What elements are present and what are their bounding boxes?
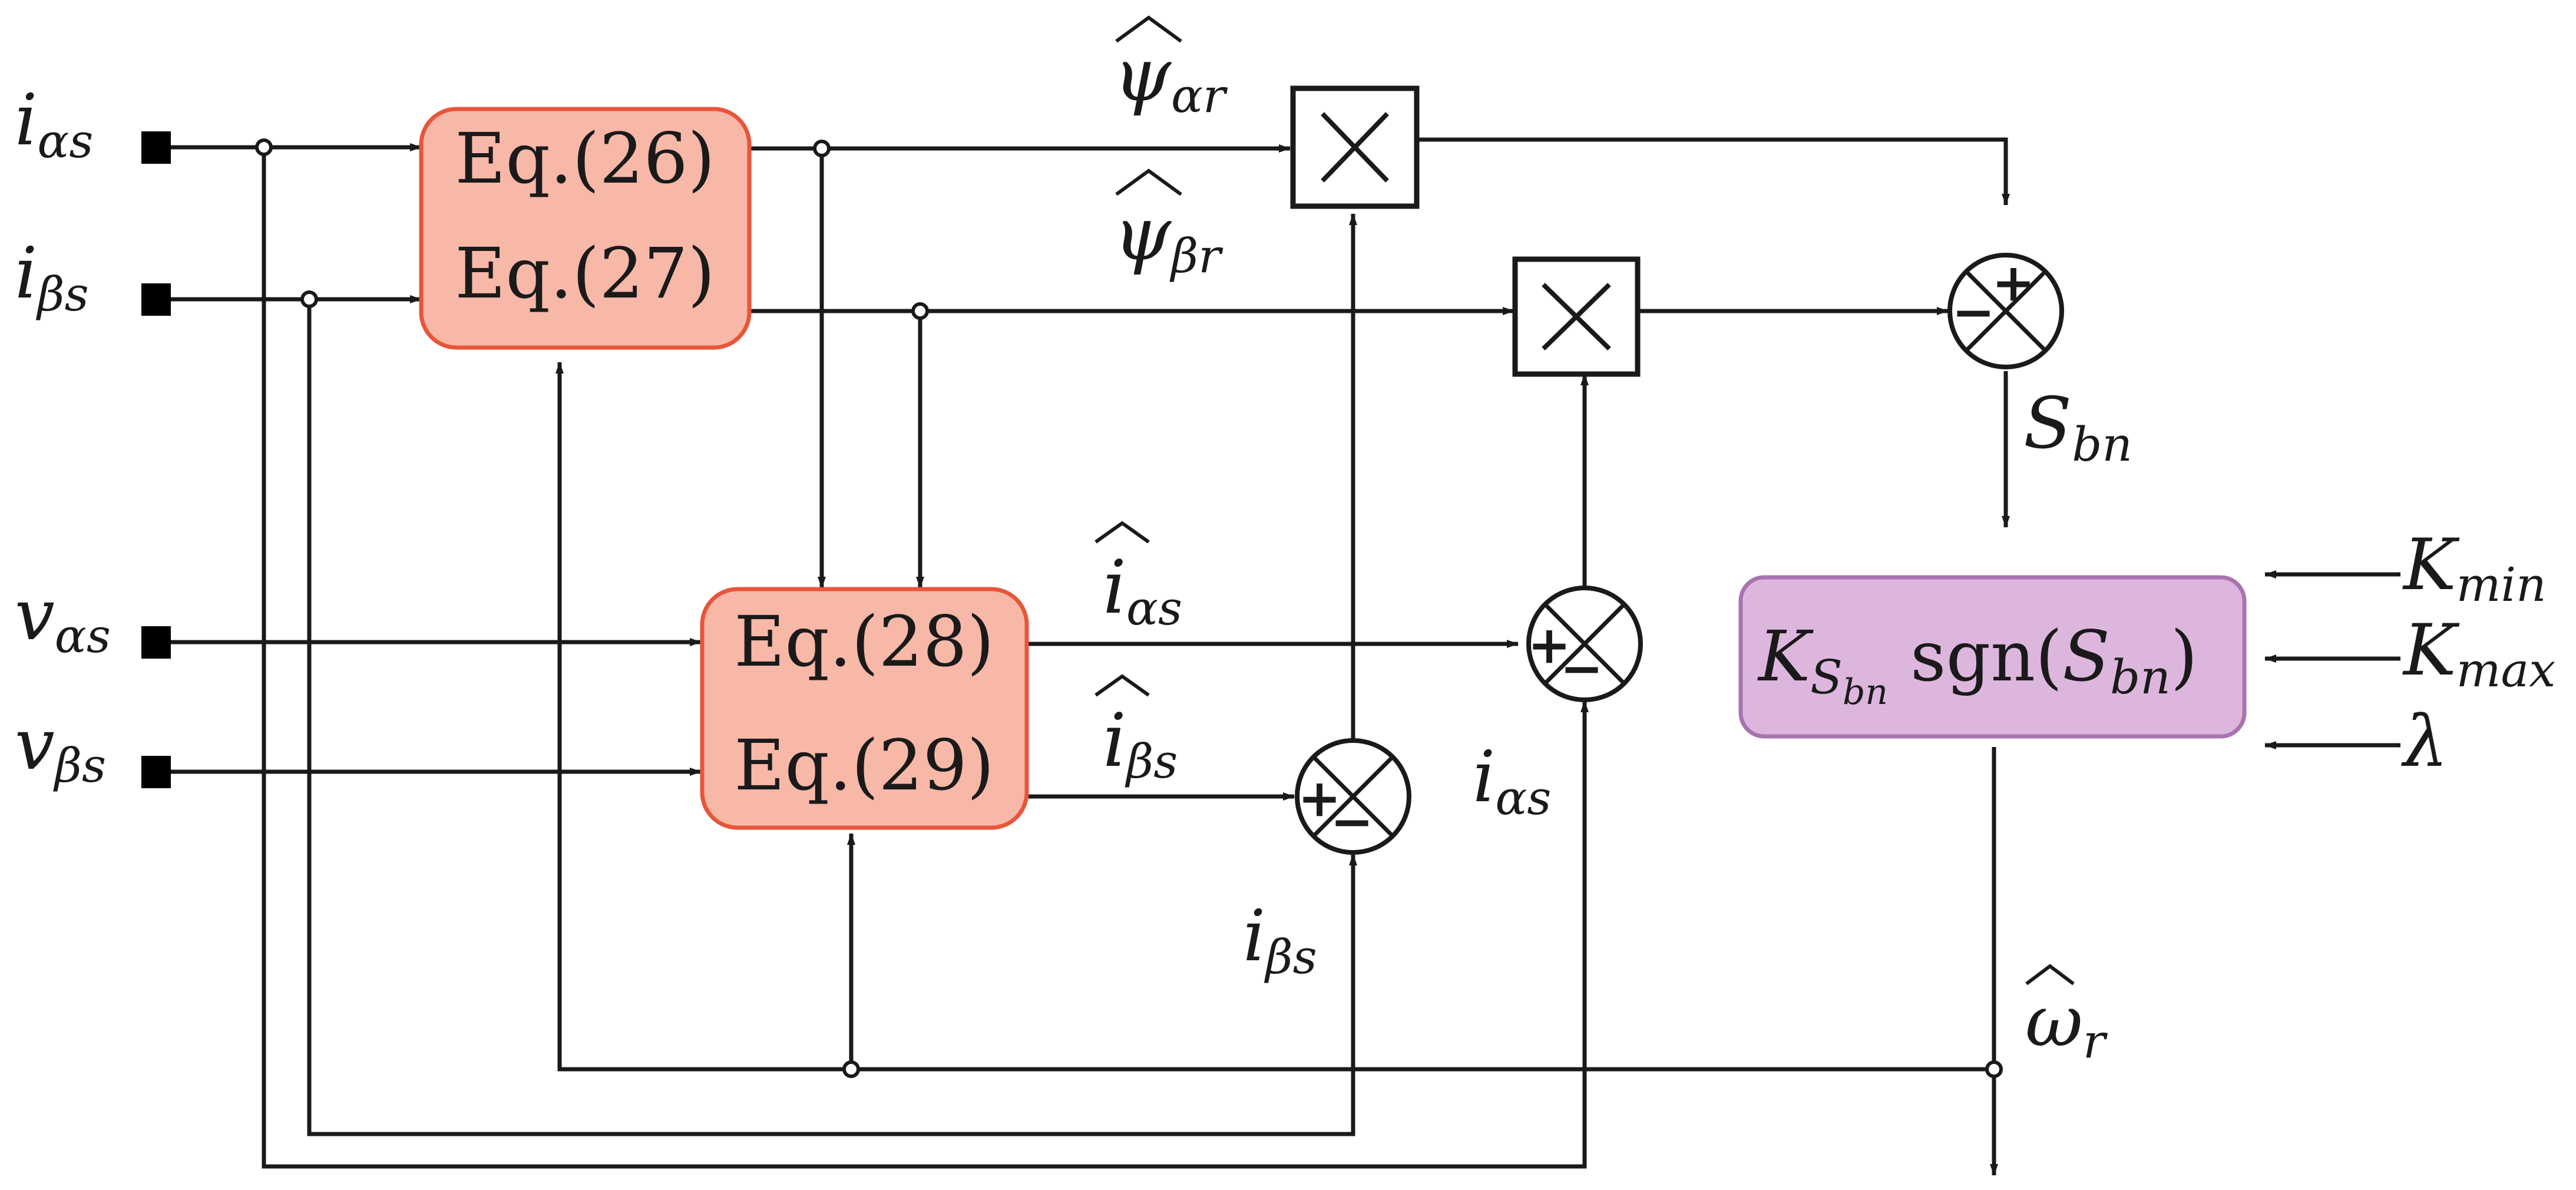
wire-ibeta-feedback bbox=[307, 299, 1357, 1136]
current-eq-line2: Eq.(29) bbox=[734, 725, 994, 806]
label-lambda: λ bbox=[2401, 701, 2448, 783]
multiplier-1 bbox=[1290, 85, 1420, 209]
label-omega-r-sym: ω bbox=[2025, 981, 2083, 1063]
label-v-beta-s-sub: βs bbox=[53, 738, 106, 793]
label-k-min-sub: min bbox=[2456, 557, 2547, 612]
smc-close-paren: ) bbox=[2171, 616, 2198, 697]
label-i-hat-alpha-s-sym: i bbox=[1103, 545, 1126, 630]
label-i-beta-s-meas: iβs bbox=[1243, 895, 1317, 984]
label-i-alpha-s-sub: αs bbox=[37, 114, 93, 168]
label-i-alpha-s-meas-sym: i bbox=[1473, 736, 1495, 818]
subtractor-ialpha-minus: − bbox=[1560, 637, 1603, 699]
svg-text:iαs: iαs bbox=[1103, 545, 1182, 636]
current-estimator-block: Eq.(28) Eq.(29) bbox=[700, 587, 1029, 830]
label-psi-alpha-r-sub: αr bbox=[1171, 68, 1228, 123]
port-ialpha bbox=[141, 131, 171, 164]
label-k-max: Kmax bbox=[2402, 610, 2555, 698]
flux-eq-line2: Eq.(27) bbox=[455, 233, 715, 314]
label-i-beta-s-meas-sub: βs bbox=[1264, 930, 1317, 984]
summer-sbn-plus: + bbox=[1992, 252, 2035, 313]
label-i-hat-beta-s-sym: i bbox=[1103, 698, 1126, 784]
label-i-hat-beta-s: iβs bbox=[1094, 674, 1178, 789]
port-vbeta bbox=[141, 756, 171, 788]
smc-sgn-function: sgn( bbox=[1910, 616, 2062, 697]
label-i-beta-s-sym: i bbox=[15, 233, 37, 315]
label-s-bn-sub: bn bbox=[2072, 417, 2132, 472]
label-psi-beta-r-sub: βr bbox=[1169, 229, 1223, 283]
label-s-bn: Sbn bbox=[2023, 383, 2132, 472]
flux-eq-line1: Eq.(26) bbox=[455, 118, 715, 199]
label-s-bn-sym: S bbox=[2023, 383, 2072, 465]
label-i-hat-alpha-s-sub: αs bbox=[1126, 581, 1182, 636]
label-k-min: Kmin bbox=[2402, 524, 2547, 612]
smc-surface-symbol: S bbox=[2062, 616, 2110, 697]
label-psi-beta-r-sym: ψ bbox=[1113, 191, 1172, 277]
subtractor-ialpha-plus: + bbox=[1527, 614, 1571, 675]
label-i-beta-s: iβs bbox=[15, 233, 89, 322]
label-k-max-sym: K bbox=[2402, 610, 2460, 692]
svg-text:iβs: iβs bbox=[1103, 698, 1178, 789]
label-k-max-sub: max bbox=[2456, 643, 2556, 698]
multiply-icon bbox=[1321, 112, 1389, 183]
wire-omega-bus bbox=[555, 362, 1994, 1072]
label-i-hat-beta-s-sub: βs bbox=[1125, 734, 1178, 789]
junction-omega-eq29 bbox=[842, 1060, 860, 1078]
multiply-icon bbox=[1542, 283, 1611, 351]
label-psi-beta-r: ψβr bbox=[1113, 168, 1223, 283]
label-i-beta-s-meas-sym: i bbox=[1243, 895, 1265, 977]
label-v-alpha-s: vαs bbox=[15, 574, 111, 663]
subtractor-ibeta: + − bbox=[1295, 738, 1411, 855]
port-valpha bbox=[141, 626, 171, 659]
label-omega-r-sub: r bbox=[2083, 1014, 2108, 1069]
label-i-alpha-s-meas-sub: αs bbox=[1495, 771, 1551, 825]
subtractor-ialpha: + − bbox=[1526, 586, 1643, 702]
junction-ialpha bbox=[255, 138, 273, 156]
svg-text:ωr: ωr bbox=[2025, 981, 2108, 1069]
wire-ialpha-feedback bbox=[262, 147, 1589, 1169]
label-i-alpha-s-sym: i bbox=[15, 80, 37, 161]
label-v-alpha-s-sym: v bbox=[15, 574, 55, 656]
summer-sbn-minus: − bbox=[1952, 281, 1995, 342]
junction-omega-out bbox=[1985, 1060, 2003, 1078]
summer-sbn: + − bbox=[1947, 252, 2064, 369]
subtractor-ibeta-minus: − bbox=[1330, 791, 1374, 852]
label-psi-alpha-r: ψαr bbox=[1113, 15, 1228, 123]
flux-estimator-block: Eq.(26) Eq.(27) bbox=[419, 107, 752, 350]
wires bbox=[168, 137, 2400, 1176]
junction-psialpha bbox=[813, 140, 831, 157]
svg-text:ψαr: ψαr bbox=[1113, 32, 1228, 123]
multiplier-2 bbox=[1512, 256, 1641, 377]
input-ports bbox=[141, 131, 171, 788]
label-psi-alpha-r-sym: ψ bbox=[1113, 32, 1172, 118]
smc-gain-symbol: K bbox=[1757, 616, 1814, 697]
junction-ibeta bbox=[300, 290, 318, 308]
label-v-beta-s-sym: v bbox=[15, 704, 55, 786]
smc-surface-subscript: bn bbox=[2110, 650, 2171, 705]
subtractor-ibeta-plus: + bbox=[1298, 767, 1341, 828]
junction-psibeta bbox=[911, 302, 929, 320]
label-omega-r: ωr bbox=[2025, 964, 2108, 1069]
label-v-alpha-s-sub: αs bbox=[55, 609, 111, 663]
smc-gain-subsubscript: bn bbox=[1843, 672, 1888, 713]
label-i-alpha-s: iαs bbox=[15, 80, 93, 168]
svg-text:ψβr: ψβr bbox=[1113, 191, 1223, 283]
label-k-min-sym: K bbox=[2402, 524, 2460, 606]
label-v-beta-s: vβs bbox=[15, 704, 106, 793]
label-i-beta-s-sub: βs bbox=[35, 267, 88, 322]
smc-gain-subscript: S bbox=[1810, 650, 1843, 705]
label-i-hat-alpha-s: iαs bbox=[1094, 521, 1182, 636]
wire-mult1-to-sum bbox=[1417, 137, 2010, 206]
current-eq-line1: Eq.(28) bbox=[734, 601, 994, 682]
junctions bbox=[255, 138, 2003, 1078]
port-ibeta bbox=[141, 283, 171, 316]
label-i-alpha-s-meas: iαs bbox=[1473, 736, 1551, 825]
